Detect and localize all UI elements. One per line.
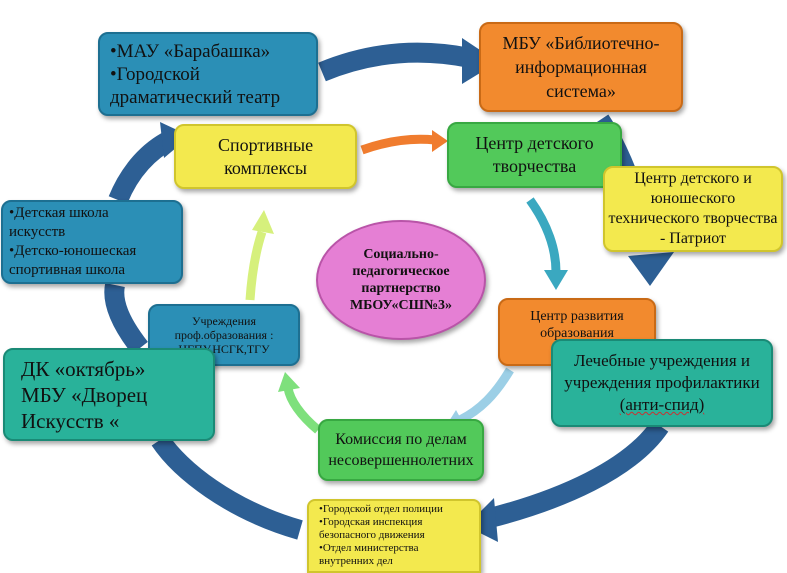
police-line-4: •Отдел министерства xyxy=(319,542,419,554)
medical-line-3: (анти-спид) xyxy=(619,395,705,414)
patriot-line-4: - Патриот xyxy=(659,230,727,247)
inner-arrowhead-teal xyxy=(544,270,568,290)
schools-line-1: •Детская школа xyxy=(9,205,109,221)
police-line-3: безопасного движения xyxy=(319,529,425,541)
library-line-3: система» xyxy=(546,81,616,101)
dk-line-3: Искусств « xyxy=(21,408,120,433)
sport-line-2: комплексы xyxy=(224,157,307,178)
inner-arrowhead-lightgreen xyxy=(252,210,274,234)
box-medical-institutions: Лечебные учреждения и учреждения профила… xyxy=(551,339,773,427)
ring-arrow-left xyxy=(104,283,148,355)
mau-line-2: •Городской xyxy=(110,63,200,85)
ring-arrow-left-upper xyxy=(108,131,175,204)
ring-arrow-bottom-left xyxy=(151,434,303,540)
dk-line-2: МБУ «Дворец xyxy=(21,382,148,407)
center-line-1: Социально- xyxy=(363,247,439,262)
cdt-line-2: творчества xyxy=(492,156,577,176)
patriot-line-1: Центр детского и xyxy=(634,170,752,187)
box-dk-oktyabr: ДК «октябрь» МБУ «Дворец Искусств « xyxy=(3,348,215,441)
box-police: •Городской отдел полиции •Городская инсп… xyxy=(307,499,481,573)
center-line-3: партнерство xyxy=(361,281,441,296)
inner-arrowhead-green xyxy=(278,372,300,392)
kdn-line-1: Комиссия по делам xyxy=(335,431,467,448)
prof-line-2: проф.образования : xyxy=(174,328,274,342)
patriot-line-2: юношеского xyxy=(650,190,736,207)
center-line-4: МБОУ«СШ№3» xyxy=(349,298,453,313)
patriot-line-3: технического творчества xyxy=(608,210,778,227)
box-schools: •Детская школа искусств •Детско-юношеска… xyxy=(1,200,183,284)
ring-arrow-bottom-right xyxy=(487,420,669,528)
library-line-2: информационная xyxy=(515,57,647,77)
schools-line-3: •Детско-юношеская xyxy=(9,243,137,259)
mau-line-1: •МАУ «Барабашка» xyxy=(110,40,271,62)
box-children-creativity-center: Центр детского творчества xyxy=(447,122,622,188)
inner-arrow-orange xyxy=(360,134,436,155)
box-mau-barabashka: •МАУ «Барабашка» •Городской драматически… xyxy=(98,32,318,116)
medical-line-2: учреждения профилактики xyxy=(564,373,760,392)
library-line-1: МБУ «Библиотечно- xyxy=(502,33,660,53)
schools-line-4: спортивная школа xyxy=(9,262,126,278)
ring-arrowhead-right xyxy=(628,252,674,286)
kdn-line-2: несовершеннолетних xyxy=(328,452,474,469)
sport-line-1: Спортивные xyxy=(217,134,314,155)
box-juvenile-commission: Комиссия по делам несовершеннолетних xyxy=(318,419,484,481)
center-line-2: педагогическое xyxy=(352,264,450,279)
inner-arrowhead-orange xyxy=(432,130,448,152)
police-line-2: •Городская инспекция xyxy=(319,516,423,528)
cro-line-1: Центр развития xyxy=(530,309,624,324)
cro-line-2: образования xyxy=(540,326,614,341)
police-line-1: •Городской отдел полиции xyxy=(319,503,443,515)
ring-arrowhead-bottom-right xyxy=(466,498,498,542)
mau-line-3: драматический театр xyxy=(110,86,281,108)
dk-line-1: ДК «октябрь» xyxy=(21,356,146,381)
cdt-line-1: Центр детского xyxy=(475,133,594,153)
ring-arrow-top xyxy=(318,42,472,82)
box-sport-complexes: Спортивные комплексы xyxy=(174,124,357,189)
center-partnership-ellipse: Социально- педагогическое партнерство МБ… xyxy=(316,220,486,340)
prof-line-1: Учреждения xyxy=(192,314,256,328)
inner-arrow-lightblue xyxy=(457,367,514,425)
schools-line-2: искусств xyxy=(9,224,66,240)
box-library-system: МБУ «Библиотечно- информационная система… xyxy=(479,22,683,112)
police-line-5: внутренних дел xyxy=(319,555,393,567)
inner-arrow-teal xyxy=(526,197,561,273)
medical-line-1: Лечебные учреждения и xyxy=(574,351,750,370)
inner-arrow-green xyxy=(283,386,321,434)
inner-arrow-lightgreen xyxy=(245,230,267,301)
box-patriot-center: Центр детского и юношеского технического… xyxy=(603,166,783,252)
